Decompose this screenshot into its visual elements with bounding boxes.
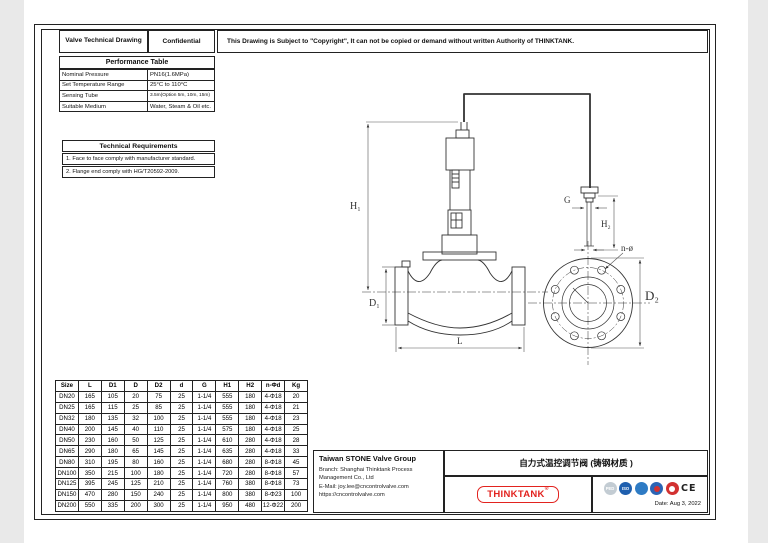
left-flange (394, 266, 409, 326)
ped-badge: PED (603, 482, 617, 495)
body-bottom (407, 320, 513, 336)
sheet-outer-border (34, 24, 716, 520)
sensing-bulb (580, 186, 599, 247)
product-title-cell: 自力式温控调节阀 (铸钢材质 ) (444, 450, 708, 476)
thinktank-logo: THINKTANK® (477, 485, 559, 504)
company-detail-line: Management Co., Ltd (319, 475, 374, 482)
dimension-cell: DN200 (55, 499, 79, 512)
g-label: G (564, 195, 571, 205)
company-block: Taiwan STONE Valve Group Branch: Shangha… (313, 450, 444, 513)
cert-badge-red (665, 482, 679, 495)
dimension-cell: 550 (77, 499, 102, 512)
flange-end-view (528, 241, 650, 365)
d1-label: D₁ (369, 298, 380, 309)
h1-label: H₁ (350, 201, 361, 212)
body-top-right (477, 259, 513, 282)
h2-label: H₂ (601, 219, 611, 229)
actuator-cap (455, 129, 470, 139)
dimension-cell: 200 (284, 499, 308, 512)
cert-badge-blue (634, 482, 648, 495)
d2-dimension (591, 257, 644, 349)
valve-technical-drawing: H₁ D₁ L G H₂ (350, 93, 659, 365)
capillary-tube (463, 93, 591, 188)
logo-text: THINKTANK (487, 489, 545, 501)
technical-requirement-item: 2. Flange end comply with HG/T20592-2009… (62, 166, 215, 178)
performance-value: Water, Steam & Oil etc. (147, 100, 215, 113)
n-phi-label: n-ø (621, 243, 633, 253)
sheet-inner-border (41, 29, 710, 515)
company-detail-line: https://cncontrolvalve.com (319, 492, 385, 499)
right-flange (511, 266, 526, 326)
product-title-cn: 自力式温控调节阀 (铸钢材质 ) (519, 458, 633, 468)
d2-label: D₂ (645, 288, 659, 303)
cert-badge-red-center (669, 485, 676, 492)
body-bottom-inner (407, 312, 513, 329)
cert-badge-blue-red-center (653, 485, 660, 492)
confidential-label: Confidential (162, 38, 201, 45)
company-name: Taiwan STONE Valve Group (319, 454, 417, 463)
iso-badge: ISO (619, 482, 633, 495)
company-detail-line: E-Mail: joy.lee@cncontrolvalve.com (319, 483, 409, 490)
n-phi-leader (604, 252, 624, 270)
front-view-dimensions (366, 121, 525, 352)
actuator-housing (445, 137, 475, 171)
doc-title-cell: Valve Technical Drawing (59, 30, 148, 53)
doc-title: Valve Technical Drawing (65, 37, 142, 45)
bulb-dimensions (572, 195, 624, 270)
bolt-holes (550, 265, 626, 341)
technical-requirements-title: Technical Requirements (62, 140, 215, 152)
technical-requirement-item: 1. Face to face comply with manufacturer… (62, 153, 215, 165)
body-top-left (407, 259, 443, 282)
yoke-bracket (447, 209, 472, 236)
logo-cell: THINKTANK® (444, 476, 592, 513)
valve-front-view (362, 93, 591, 336)
copyright-cell: This Drawing is Subject to "Copyright", … (217, 30, 708, 53)
drawing-sheet: Valve Technical Drawing Confidential Thi… (24, 0, 748, 543)
registered-mark: ® (544, 485, 549, 492)
company-detail-line: Branch: Shanghai Thinktank Process (319, 467, 413, 473)
performance-table-title: Performance Table (59, 56, 215, 69)
cert-badge-blue-red (650, 482, 664, 495)
l-label: L (457, 336, 463, 346)
bonnet (441, 234, 478, 255)
dimension-cell: 335 (100, 499, 125, 512)
actuator-stem (451, 169, 460, 189)
confidential-cell: Confidential (148, 30, 215, 53)
mounting-plate (422, 251, 497, 261)
ce-mark: CE (681, 483, 697, 494)
date-label: Date: Aug 3, 2022 (654, 501, 701, 507)
copyright-text: This Drawing is Subject to "Copyright", … (227, 38, 575, 45)
